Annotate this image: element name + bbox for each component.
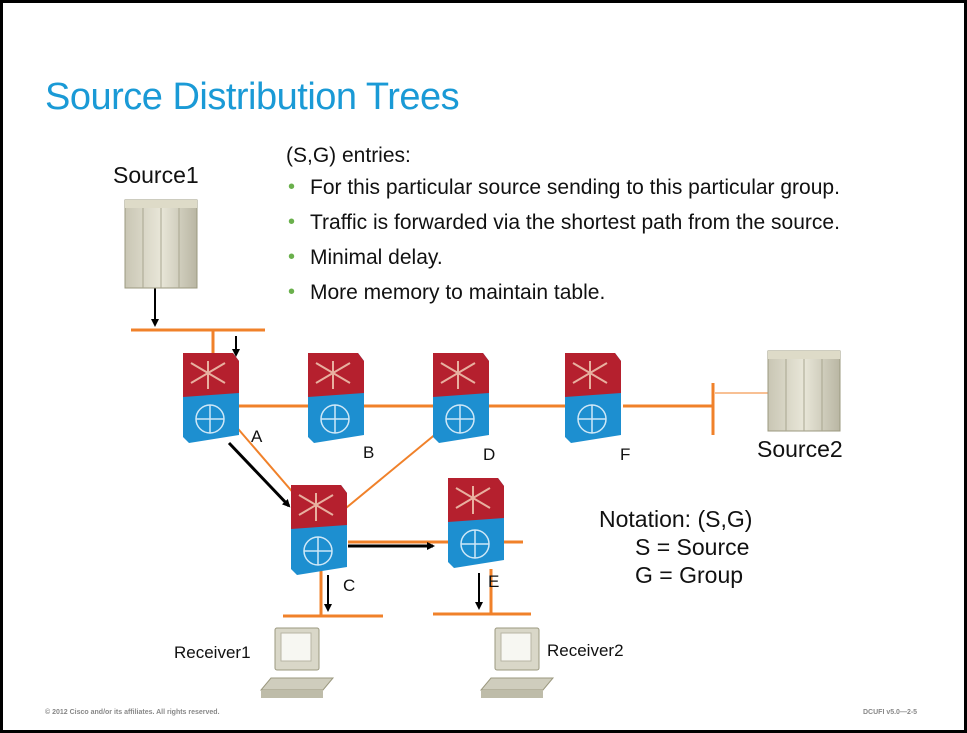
entries-heading: (S,G) entries: (286, 144, 411, 167)
bullet-text: More memory to maintain table. (310, 281, 606, 304)
bullet-item: • For this particular source sending to t… (286, 176, 840, 211)
bullet-dot-icon: • (288, 176, 296, 198)
router-e-label: E (488, 572, 500, 591)
bullet-item: • More memory to maintain table. (286, 281, 840, 316)
router-a-icon (183, 353, 239, 443)
link-a-c (232, 422, 297, 497)
receiver2-label: Receiver2 (547, 641, 624, 660)
bullet-dot-icon: • (288, 281, 296, 303)
notation-heading: Notation: (S,G) (599, 506, 753, 532)
slide-title: Source Distribution Trees (45, 76, 460, 118)
bullet-text: Traffic is forwarded via the shortest pa… (310, 211, 840, 234)
notation-s: S = Source (635, 534, 750, 560)
source1-server-icon (124, 199, 198, 289)
traffic-arrows (151, 285, 483, 612)
bullet-text: For this particular source sending to th… (310, 176, 840, 199)
receiver1-pc-icon (259, 627, 335, 698)
bullet-dot-icon: • (288, 246, 296, 268)
bullet-item: • Minimal delay. (286, 246, 840, 281)
network-links (131, 328, 715, 618)
arrow-a-to-c (227, 441, 291, 508)
link-d-c (345, 427, 444, 509)
router-d-icon (433, 353, 489, 443)
bullet-text: Minimal delay. (310, 246, 443, 269)
course-code-footer: DCUFI v5.0—2-5 (863, 709, 918, 716)
network-diagram (124, 199, 841, 698)
router-b-label: B (363, 443, 375, 462)
router-b-icon (308, 353, 364, 443)
router-e-icon (448, 478, 504, 568)
bullet-dot-icon: • (288, 211, 296, 233)
source2-server-icon (767, 350, 841, 432)
router-c-label: C (343, 576, 356, 595)
receiver2-pc-icon (479, 627, 555, 698)
bullet-list: • For this particular source sending to t… (286, 176, 840, 316)
source1-label: Source1 (113, 162, 199, 188)
notation-block: Notation: (S,G) S = Source G = Group (599, 505, 752, 589)
notation-g: G = Group (635, 562, 744, 588)
router-f-label: F (620, 445, 631, 464)
router-f-icon (565, 353, 621, 443)
source2-label: Source2 (757, 436, 843, 462)
receiver1-label: Receiver1 (174, 643, 251, 662)
router-d-label: D (483, 445, 496, 464)
copyright-footer: © 2012 Cisco and/or its affiliates. All … (45, 709, 220, 716)
bullet-item: • Traffic is forwarded via the shortest p… (286, 211, 840, 246)
router-a-label: A (251, 427, 263, 446)
router-c-icon (291, 485, 347, 575)
